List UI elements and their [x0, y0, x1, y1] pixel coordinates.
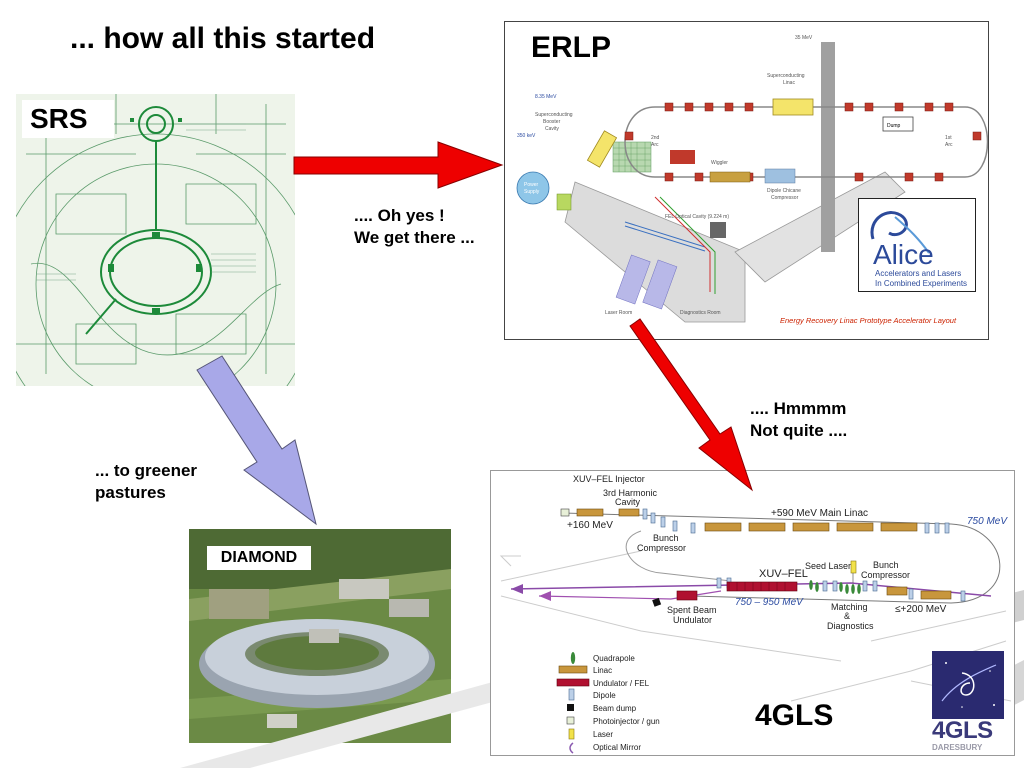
gls-layout-diagram: XUV–FEL Injector 3rd Harmonic Cavity +16…: [499, 474, 1012, 754]
diamond-panel: DIAMOND: [189, 529, 451, 743]
gls-matching-3: Diagnostics: [827, 621, 874, 631]
gls-mev750-950: 750 – 950 MeV: [735, 597, 804, 608]
gls-harmonic-label-2: Cavity: [615, 497, 641, 507]
gls-bunch-comp-1b: Compressor: [637, 543, 686, 553]
gls-logo-galaxy-icon: [932, 651, 1004, 719]
legend-beam-dump-icon: [567, 704, 574, 711]
gls-seed-laser: Seed Laser: [805, 561, 851, 571]
alice-name: Alice: [873, 239, 934, 270]
slide-title: ... how all this started: [70, 22, 376, 55]
erlp-label-dump: Dump: [887, 123, 901, 129]
erlp-label-arc1-2: Arc: [945, 142, 953, 148]
erlp-label-chicane-1: Dipole Chicane: [767, 188, 801, 194]
caption-greener: ... to greener pastures: [95, 460, 197, 504]
legend-label-6: Laser: [593, 730, 613, 739]
erlp-label-chicane-2: Compressor: [771, 195, 799, 201]
erlp-label-laser-room: Laser Room: [605, 310, 632, 316]
legend-laser-icon: [568, 728, 575, 740]
gls-spent-1: Spent Beam: [667, 605, 717, 615]
gls-logo-sub: DARESBURY: [932, 743, 983, 752]
erlp-label-diag-room: Diagnostics Room: [680, 310, 721, 316]
legend-label-2: Undulator / FEL: [593, 679, 650, 688]
caption-oh-yes-line2: We get there ...: [354, 228, 475, 247]
erlp-label-booster-3: Cavity: [545, 126, 559, 132]
gls-logo: 4GLS DARESBURY: [932, 651, 1006, 752]
erlp-label-booster-1: Superconducting: [535, 112, 573, 118]
legend-label-0: Quadrapole: [593, 654, 635, 663]
gls-label: 4GLS: [755, 699, 834, 732]
erlp-label-sc-linac-1: Superconducting: [767, 73, 805, 79]
srs-site-plan: [16, 94, 295, 386]
gls-legend-glyphs: [556, 652, 590, 754]
gls-harmonic-label-1: 3rd Harmonic: [603, 488, 658, 498]
caption-hmmmm: .... Hmmmm Not quite ....: [750, 398, 847, 442]
erlp-label-arc2-2: Arc: [651, 142, 659, 148]
erlp-label: ERLP: [531, 31, 612, 64]
gls-matching-2: &: [844, 611, 850, 621]
legend-label-1: Linac: [593, 666, 612, 675]
gls-bunch-comp-2b: Compressor: [861, 570, 910, 580]
erlp-label-power-1: Power: [524, 182, 539, 188]
alice-logo: Alice Accelerators and Lasers In Combine…: [858, 198, 976, 292]
erlp-label-sc-linac-2: Linac: [783, 80, 795, 86]
legend-label-7: Optical Mirror: [593, 743, 641, 752]
alice-line1: Accelerators and Lasers: [875, 269, 962, 278]
alice-line2: In Combined Experiments: [875, 279, 968, 288]
caption-hmmmm-line1: .... Hmmmm: [750, 399, 847, 418]
legend-linac-icon: [558, 665, 588, 674]
caption-greener-line1: ... to greener: [95, 461, 198, 480]
gls-main-linac: +590 MeV Main Linac: [771, 508, 868, 519]
gls-panel: XUV–FEL Injector 3rd Harmonic Cavity +16…: [490, 470, 1015, 756]
erlp-footer: Energy Recovery Linac Prototype Accelera…: [780, 316, 957, 325]
srs-panel: SRS: [16, 94, 295, 386]
legend-mirror-icon: [569, 742, 574, 754]
caption-greener-line2: pastures: [95, 483, 166, 502]
legend-undulator-icon: [556, 678, 590, 687]
erlp-label-350kev: 350 keV: [517, 133, 536, 139]
legend-label-4: Beam dump: [593, 704, 637, 713]
gls-mev750: 750 MeV: [967, 516, 1008, 527]
diamond-label: DIAMOND: [207, 546, 311, 570]
legend-dipole-icon: [568, 688, 575, 701]
gls-bunch-comp-1a: Bunch: [653, 533, 679, 543]
gls-matching-1: Matching: [831, 602, 868, 612]
caption-hmmmm-line2: Not quite ....: [750, 421, 848, 440]
legend-label-5: Photoinjector / gun: [593, 717, 660, 726]
erlp-label-arc2-1: 2nd: [651, 135, 660, 141]
erlp-label-arc1-1: 1st: [945, 135, 952, 141]
caption-oh-yes-line1: .... Oh yes !: [354, 206, 445, 225]
caption-oh-yes: .... Oh yes ! We get there ...: [354, 205, 475, 249]
gls-xuv-fel: XUV–FEL: [759, 568, 808, 580]
erlp-label-wiggler: Wiggler: [711, 160, 728, 166]
erlp-label-835mev: 8.35 MeV: [535, 94, 557, 100]
gls-injector-label: XUV–FEL Injector: [573, 474, 645, 484]
gls-bunch-comp-2a: Bunch: [873, 560, 899, 570]
srs-label: SRS: [22, 100, 114, 138]
erlp-label-35mev: 35 MeV: [795, 35, 813, 41]
erlp-label-booster-2: Booster: [543, 119, 561, 125]
erlp-label-power-2: Supply: [524, 189, 540, 195]
gls-logo-text: 4GLS: [932, 717, 993, 744]
erlp-layout-diagram: 35 MeV Superconducting Linac 8.35 MeV Su…: [516, 35, 988, 325]
gls-mev200: ≤+200 MeV: [895, 604, 947, 615]
erlp-label-cavity: FEL Optical Cavity (9.224 m): [665, 214, 729, 220]
gls-mev160: +160 MeV: [567, 520, 613, 531]
legend-label-3: Dipole: [593, 691, 616, 700]
alice-swirl-icon: [870, 211, 930, 254]
legend-quadrapole-icon: [570, 652, 576, 664]
legend-photoinjector-icon: [566, 716, 575, 725]
gls-spent-2: Undulator: [673, 615, 712, 625]
